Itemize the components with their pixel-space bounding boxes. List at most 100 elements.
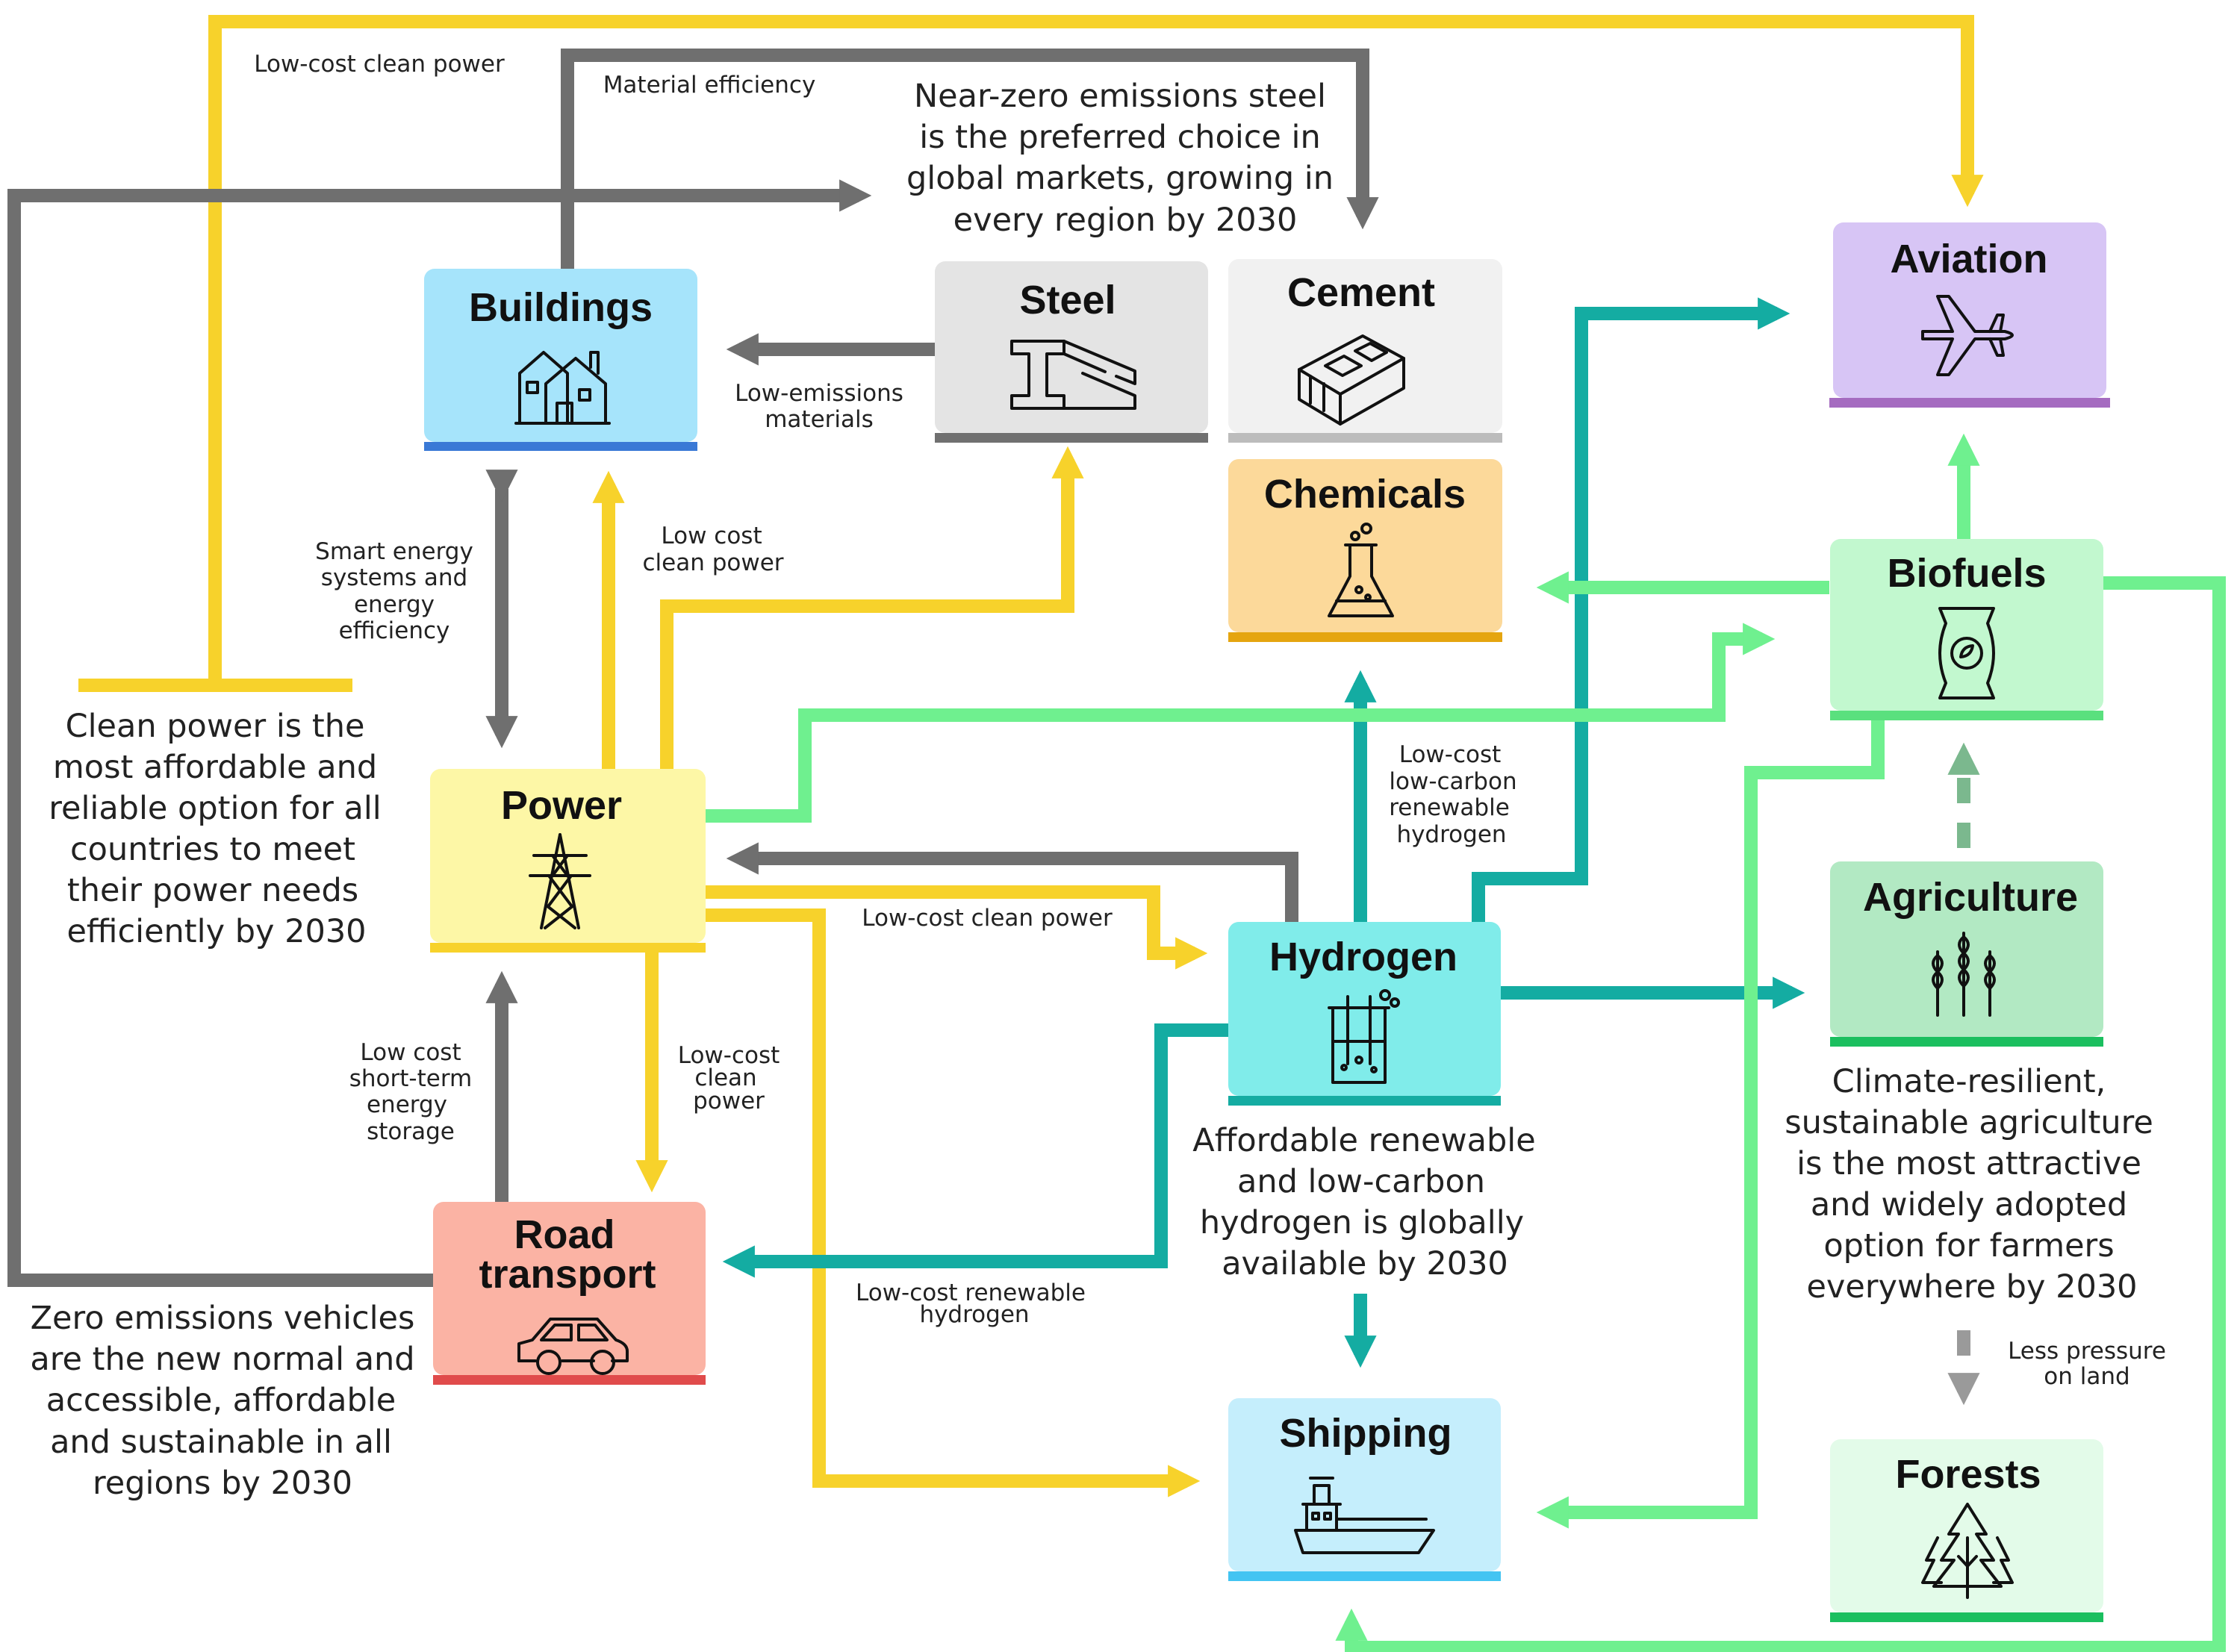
aviation-bar	[1829, 398, 2110, 408]
svg-text:regions by 2030: regions by 2030	[93, 1465, 352, 1502]
trees-icon	[1921, 1503, 2014, 1599]
svg-text:Low-emissions: Low-emissions	[735, 380, 903, 407]
hydrogen-to-road-transport-arrow	[722, 1023, 1228, 1278]
agriculture-title: Agriculture	[1863, 875, 2078, 920]
svg-text:are the new normal and: are the new normal and	[30, 1341, 414, 1378]
sector-shipping[interactable]: Shipping	[1228, 1398, 1501, 1581]
flask-icon	[1328, 523, 1394, 617]
wheat-icon	[1932, 932, 1996, 1017]
sector-road-transport[interactable]: Road transport	[433, 1202, 706, 1385]
svg-text:hydrogen is globally: hydrogen is globally	[1200, 1204, 1524, 1241]
svg-text:renewable: renewable	[1389, 794, 1510, 821]
svg-text:Affordable renewable: Affordable renewable	[1192, 1122, 1535, 1159]
svg-text:is the preferred choice in: is the preferred choice in	[919, 119, 1321, 156]
svg-text:Low-cost: Low-cost	[678, 1042, 780, 1069]
hydrogen-title: Hydrogen	[1269, 935, 1457, 979]
sector-steel[interactable]: Steel	[935, 261, 1208, 443]
car-icon	[517, 1318, 629, 1375]
svg-text:Smart energy: Smart energy	[315, 538, 473, 565]
seed-bag-icon	[1938, 607, 1995, 699]
ship-icon	[1294, 1477, 1435, 1554]
label-low-cost-renewable-hydrogen: Low-cost renewable hydrogen	[856, 1279, 1086, 1328]
label-less-pressure-on-land: Less pressure on land	[2008, 1338, 2166, 1390]
sector-forests[interactable]: Forests	[1830, 1439, 2103, 1622]
svg-text:most affordable and: most affordable and	[53, 749, 377, 786]
label-low-carbon-hydrogen: Low-cost low-carbon renewable hydrogen	[1389, 741, 1516, 848]
agriculture-bar	[1830, 1037, 2103, 1047]
svg-text:option for farmers: option for farmers	[1823, 1227, 2114, 1265]
svg-text:Less pressure: Less pressure	[2008, 1338, 2166, 1365]
houses-icon	[514, 351, 611, 425]
label-low-cost-clean-power-road: Low-cost clean power	[678, 1042, 780, 1115]
sector-biofuels[interactable]: Biofuels	[1830, 539, 2103, 720]
svg-text:Zero emissions vehicles: Zero emissions vehicles	[31, 1300, 415, 1337]
svg-text:storage: storage	[367, 1118, 455, 1145]
power-to-steel-arrow	[660, 446, 1084, 776]
goal-texts: Near-zero emissions steel is the preferr…	[30, 78, 2153, 1502]
sector-boxes: Buildings Steel	[424, 222, 2110, 1622]
svg-text:Low-cost: Low-cost	[1399, 741, 1502, 768]
beaker-icon	[1328, 989, 1400, 1084]
steel-title: Steel	[1019, 278, 1116, 322]
svg-text:hydrogen: hydrogen	[919, 1301, 1029, 1328]
aviation-box	[1833, 222, 2106, 398]
goal-hydrogen: Affordable renewable and low-carbon hydr…	[1192, 1122, 1535, 1282]
svg-text:Low-cost renewable: Low-cost renewable	[856, 1279, 1086, 1306]
svg-text:clean: clean	[694, 1065, 756, 1091]
svg-text:efficiently by 2030: efficiently by 2030	[66, 913, 366, 950]
svg-text:energy: energy	[367, 1091, 447, 1118]
svg-text:everywhere by 2030: everywhere by 2030	[1806, 1268, 2137, 1306]
svg-text:Low cost: Low cost	[661, 523, 762, 549]
cement-title: Cement	[1287, 270, 1435, 315]
label-low-cost-clean-power-steel: Low cost clean power	[642, 523, 783, 576]
clean-power-to-aviation-arrow	[208, 15, 1984, 685]
power-to-shipping-arrow	[706, 908, 1201, 1497]
road-transport-title-line2: transport	[479, 1252, 656, 1297]
svg-text:their power needs: their power needs	[67, 872, 358, 909]
label-low-cost-storage: Low cost short-term energy storage	[349, 1039, 472, 1145]
steel-beam-icon	[1010, 340, 1136, 410]
sector-aviation[interactable]: Aviation	[1829, 222, 2110, 408]
chemicals-title: Chemicals	[1264, 472, 1466, 517]
label-low-cost-clean-power-hydrogen: Low-cost clean power	[862, 905, 1113, 932]
buildings-title: Buildings	[469, 285, 653, 330]
steel-bar	[935, 433, 1208, 443]
sector-agriculture[interactable]: Agriculture	[1830, 861, 2103, 1047]
biofuels-box	[1830, 539, 2103, 711]
hydrogen-to-aviation-arrow	[1472, 297, 1791, 922]
sector-buildings[interactable]: Buildings	[424, 269, 697, 451]
road-transport-bar	[433, 1375, 706, 1385]
svg-text:clean power: clean power	[642, 549, 783, 576]
buildings-bar	[424, 442, 697, 451]
svg-text:accessible, affordable: accessible, affordable	[46, 1382, 396, 1419]
buildings-box	[424, 269, 697, 442]
hydrogen-bar	[1228, 1096, 1501, 1106]
sector-hydrogen[interactable]: Hydrogen	[1228, 922, 1501, 1106]
svg-text:materials: materials	[765, 406, 874, 433]
shipping-bar	[1228, 1571, 1501, 1581]
goal-power: Clean power is the most affordable and r…	[49, 708, 381, 950]
svg-text:and sustainable in all: and sustainable in all	[50, 1424, 392, 1461]
airplane-icon	[1921, 295, 2014, 376]
sector-power[interactable]: Power	[430, 769, 706, 953]
label-smart-energy: Smart energy systems and energy efficien…	[315, 538, 473, 644]
svg-text:Clean power is the: Clean power is the	[66, 708, 365, 745]
road-transport-box	[433, 1202, 706, 1375]
label-low-cost-clean-power-top: Low-cost clean power	[254, 51, 505, 78]
edge-labels: Low-cost clean power Material efficiency…	[254, 51, 2166, 1390]
svg-text:Near-zero emissions steel: Near-zero emissions steel	[914, 78, 1326, 115]
svg-text:short-term: short-term	[349, 1065, 472, 1092]
cement-bar	[1228, 433, 1502, 443]
power-to-biofuels-arrow	[706, 623, 1776, 823]
svg-text:Low cost: Low cost	[360, 1039, 461, 1066]
biofuels-title: Biofuels	[1887, 551, 2046, 596]
shipping-box	[1228, 1398, 1501, 1571]
goal-agriculture: Climate-resilient, sustainable agricultu…	[1785, 1063, 2153, 1306]
steel-box	[935, 261, 1208, 433]
road-transport-to-steel-arrow	[7, 179, 872, 1287]
road-transport-title-line1: Road	[514, 1212, 615, 1257]
sector-chemicals[interactable]: Chemicals	[1228, 459, 1502, 642]
forests-bar	[1830, 1612, 2103, 1622]
sector-cement[interactable]: Cement	[1228, 259, 1502, 443]
